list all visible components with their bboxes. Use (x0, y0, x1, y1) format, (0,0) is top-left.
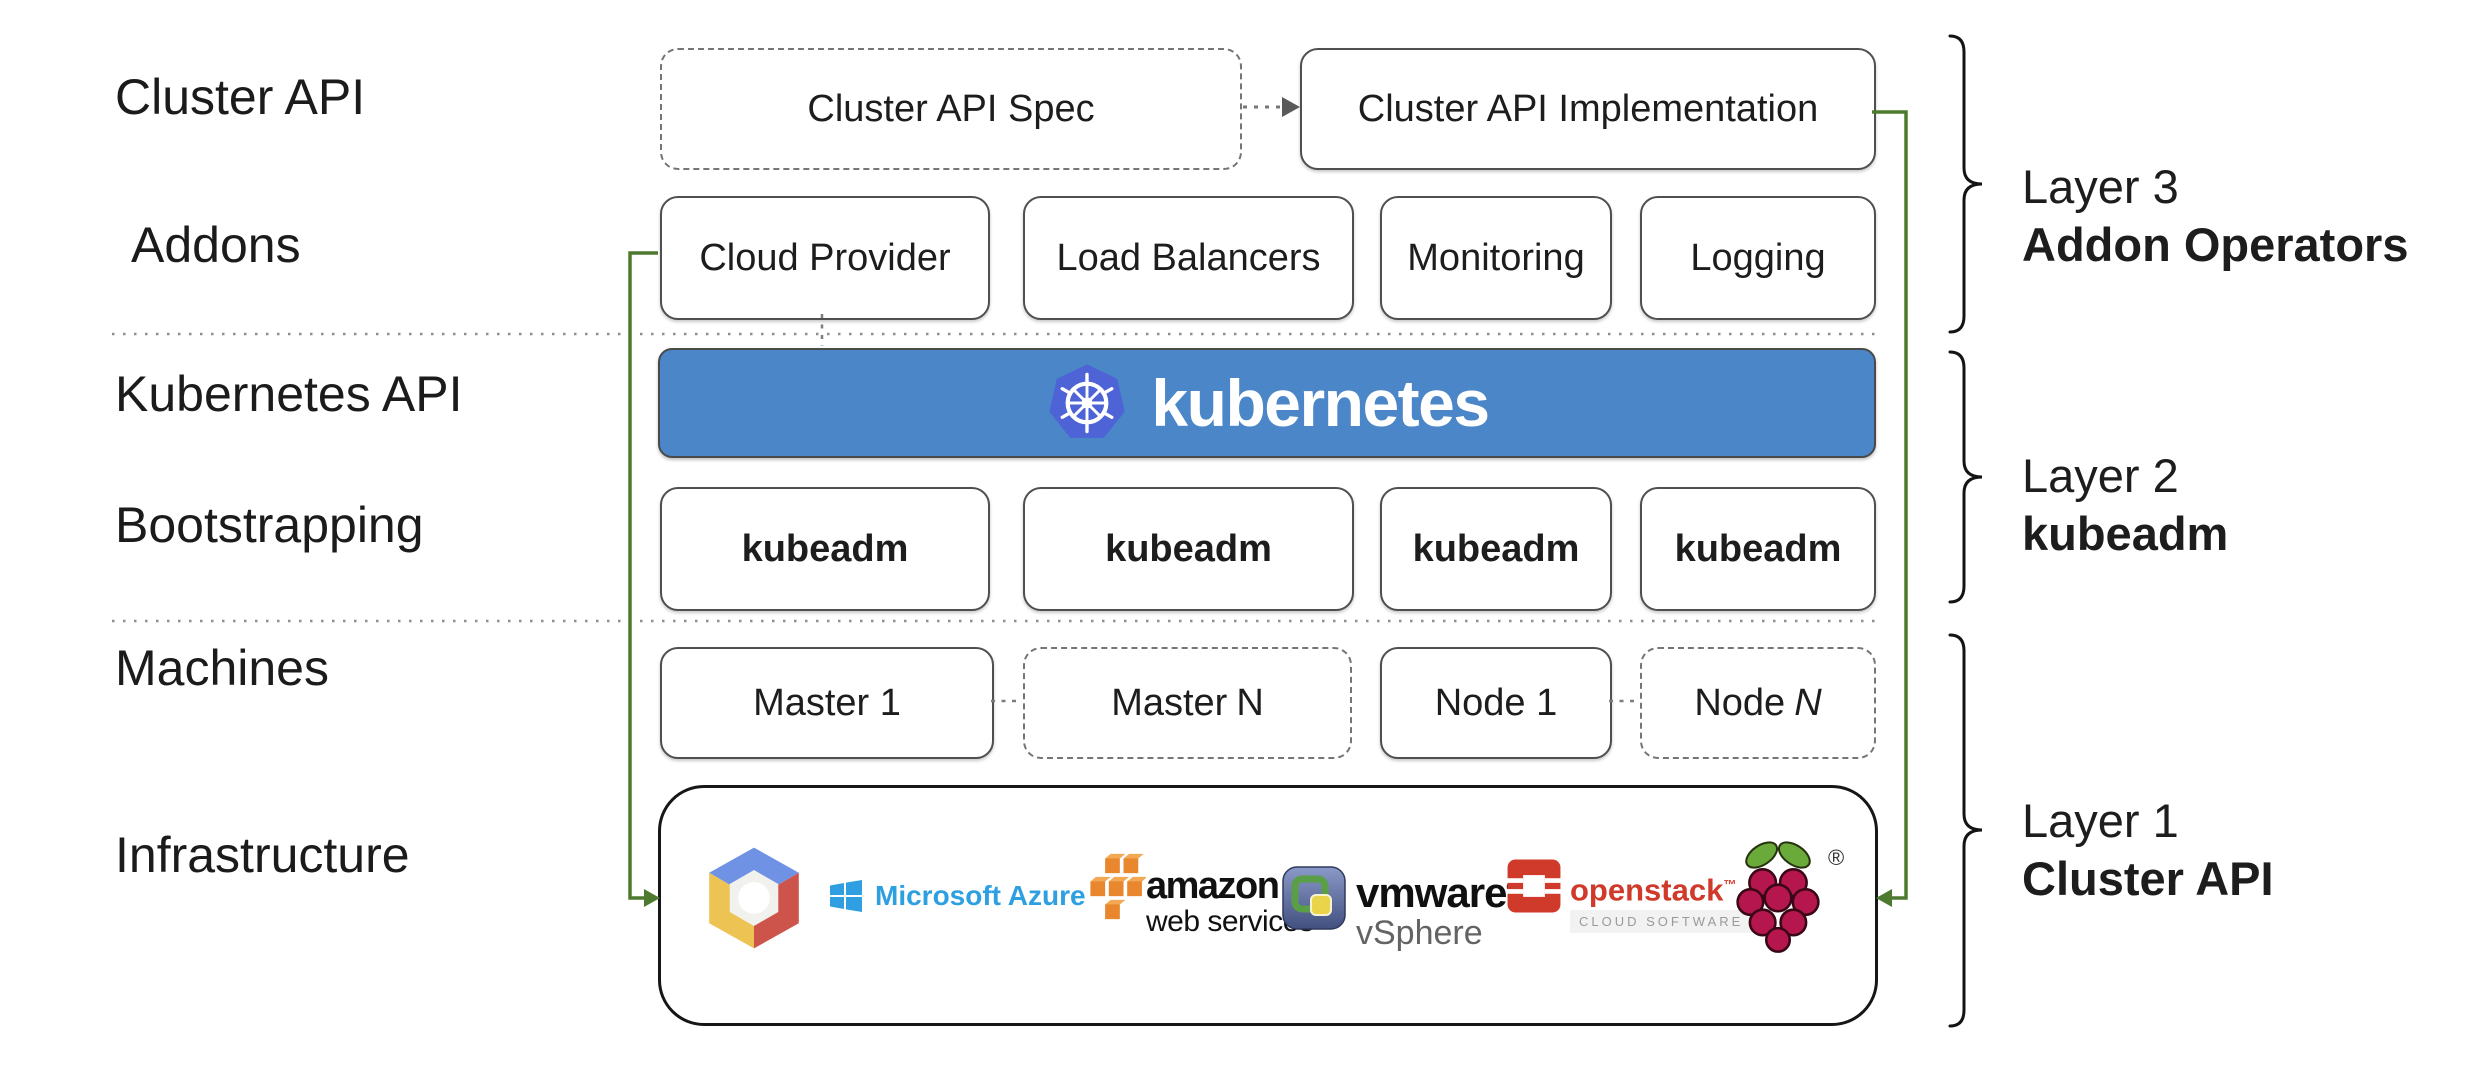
machine-label-prefix: Master (1111, 681, 1228, 724)
vmware-label-line1: vmware (1356, 869, 1507, 916)
layer-1-title: Layer 1 (2022, 794, 2179, 847)
layer-1-bracket (1948, 633, 1983, 1028)
box-logging: Logging (1640, 196, 1876, 320)
aws-logo (1090, 852, 1148, 949)
box-monitoring: Monitoring (1380, 196, 1612, 320)
box-node-1: Node 1 (1380, 647, 1612, 759)
google-cloud-hexagon-icon (709, 847, 799, 949)
row-label-cluster-api: Cluster API (115, 69, 366, 125)
layer-2-title: Layer 2 (2022, 449, 2179, 502)
openstack-tm-mark: ™ (1723, 877, 1737, 892)
vmware-tile-icon (1282, 866, 1346, 930)
kubeadm-label: kubeadm (1105, 527, 1272, 570)
row-label-infrastructure: Infrastructure (115, 827, 410, 883)
layer-3-bracket (1948, 34, 1983, 334)
aws-label-line1: amazon (1146, 865, 1280, 907)
aws-cubes-icon (1090, 853, 1148, 920)
raspberry-pi-reg-mark: ® (1828, 845, 1845, 870)
layer-3-label: Layer 3 Addon Operators (2022, 158, 2408, 274)
kubeadm-label: kubeadm (1412, 527, 1580, 570)
vmware-wordmark: vmware® vSphere (1356, 866, 1518, 952)
openstack-square-icon (1506, 859, 1562, 913)
machine-label-suffix: N (1236, 681, 1264, 724)
layer-1-subtitle: Cluster API (2022, 852, 2274, 905)
row-label-kubernetes-api: Kubernetes API (115, 366, 463, 422)
kubernetes-banner: kubernetes (658, 348, 1876, 458)
box-kubeadm-3: kubeadm (1380, 487, 1612, 611)
kubernetes-logo-icon (1049, 364, 1126, 438)
layer-2-label: Layer 2 kubeadm (2022, 447, 2228, 563)
box-kubeadm-2: kubeadm (1023, 487, 1354, 611)
kubeadm-label: kubeadm (1674, 527, 1842, 570)
box-cloud-provider: Cloud Provider (660, 196, 990, 320)
raspberry-pi-logo (1732, 838, 1824, 967)
openstack-wordmark: openstack™ CLOUD SOFTWARE (1570, 868, 1753, 934)
box-load-balancers: Load Balancers (1023, 196, 1354, 320)
row-label-bootstrapping: Bootstrapping (115, 497, 424, 553)
azure-label: Microsoft Azure (875, 880, 1086, 911)
green-connector-right (1872, 110, 1908, 907)
google-cloud-logo (698, 842, 810, 959)
box-master-1: Master 1 (660, 647, 994, 759)
raspberry-icon (1736, 841, 1820, 953)
layer-3-title: Layer 3 (2022, 160, 2179, 213)
layer-2-subtitle: kubeadm (2022, 507, 2229, 560)
vmware-label-line2: vSphere (1356, 914, 1483, 952)
kubeadm-label: kubeadm (741, 527, 909, 570)
green-connector-left (628, 251, 660, 907)
vmware-logo (1282, 866, 1346, 935)
box-kubeadm-4: kubeadm (1640, 487, 1876, 611)
layer-3-subtitle: Addon Operators (2022, 218, 2409, 271)
layer-2-bracket (1948, 350, 1983, 604)
box-cluster-api-implementation: Cluster API Implementation (1300, 48, 1876, 170)
box-cluster-api-spec: Cluster API Spec (660, 48, 1242, 170)
microsoft-azure-logo: Microsoft Azure (828, 878, 1086, 914)
windows-flag-icon (830, 880, 862, 912)
openstack-label-line2: CLOUD SOFTWARE (1570, 910, 1753, 934)
machine-label-prefix: Node (1694, 681, 1786, 724)
row-label-addons: Addons (131, 217, 301, 273)
box-kubeadm-1: kubeadm (660, 487, 990, 611)
openstack-label-line1: openstack (1570, 872, 1724, 908)
spec-to-implementation-arrow (1243, 97, 1300, 117)
kubernetes-wordmark: kubernetes (1151, 366, 1490, 440)
row-label-machines: Machines (115, 640, 329, 696)
layer-1-label: Layer 1 Cluster API (2022, 792, 2274, 908)
machine-label-suffix: N (1794, 681, 1822, 724)
openstack-logo (1506, 858, 1562, 919)
